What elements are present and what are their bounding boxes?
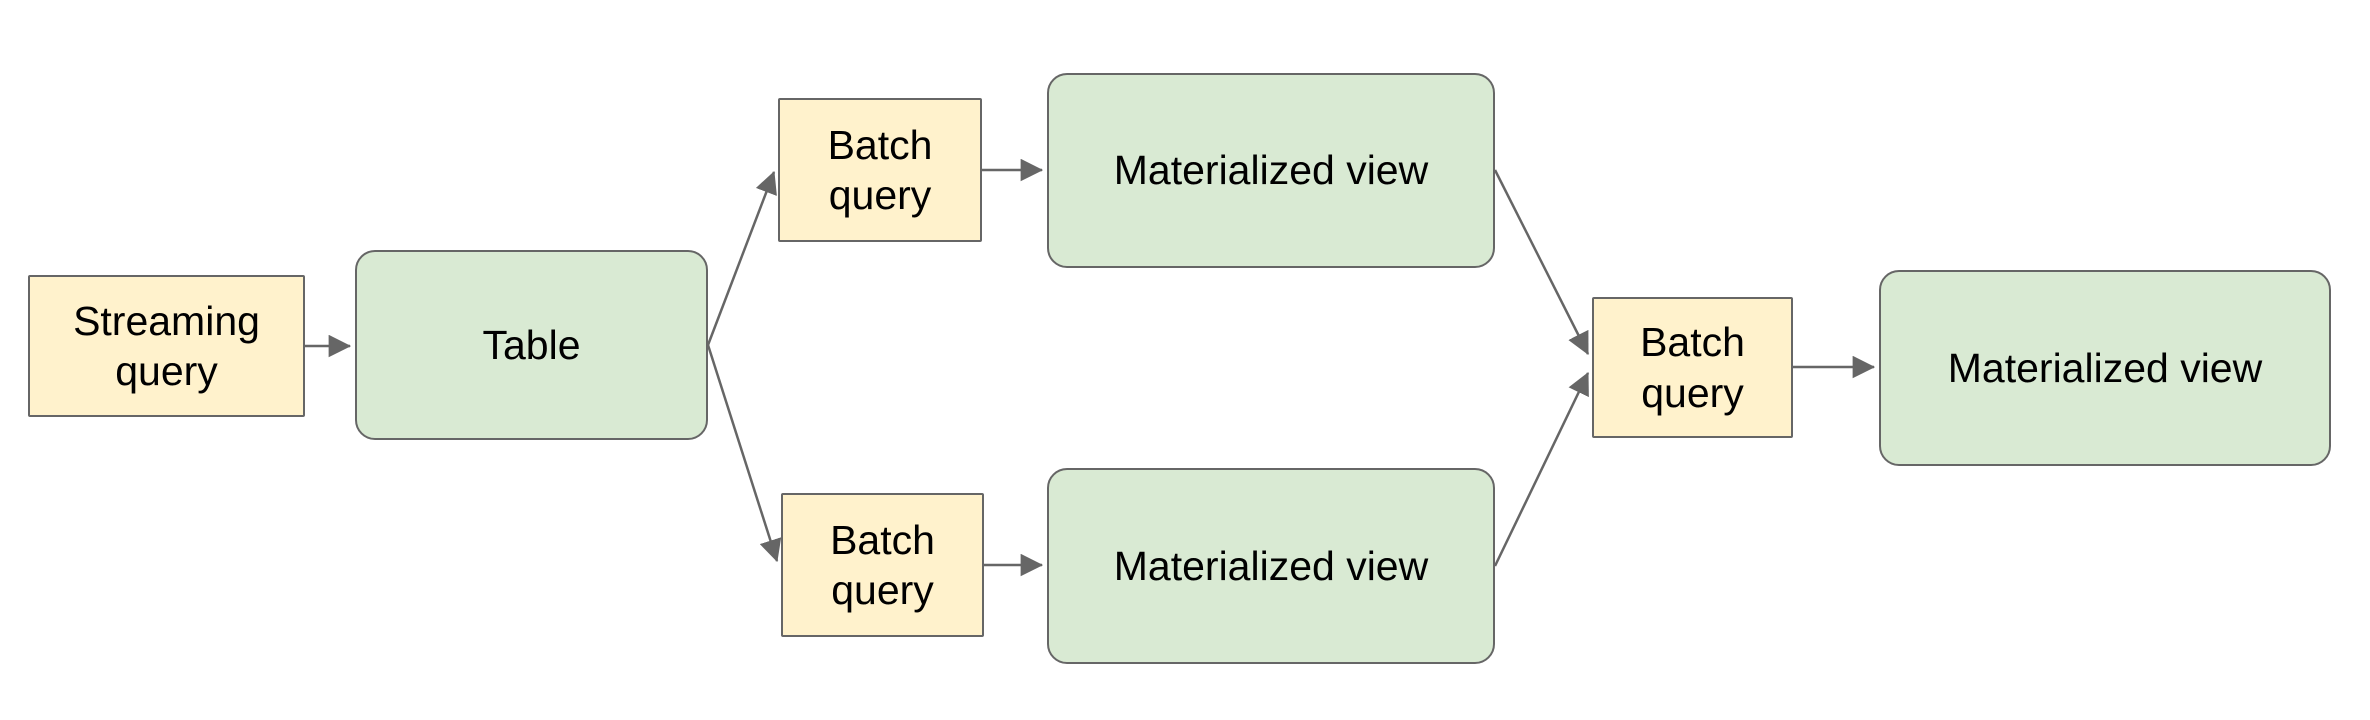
node-batch-query-top: Batch query <box>778 98 982 242</box>
edge-table-to-batch-top <box>706 170 777 346</box>
node-materialized-view-top-label: Materialized view <box>1113 147 1429 194</box>
node-materialized-view-right-label: Materialized view <box>1947 344 2263 391</box>
node-streaming-query: Streaming query <box>28 275 305 417</box>
node-batch-query-top-label: Batch query <box>827 121 933 218</box>
node-streaming-query-label: Streaming query <box>73 297 260 394</box>
node-materialized-view-bottom-label: Materialized view <box>1113 542 1429 589</box>
node-materialized-view-top: Materialized view <box>1047 73 1495 268</box>
node-table-label: Table <box>482 321 581 368</box>
edge-mv-top-to-batch-right <box>1493 169 1590 356</box>
node-batch-query-bottom: Batch query <box>781 493 984 637</box>
edge-table-to-batch-bottom <box>706 344 782 563</box>
node-batch-query-bottom-label: Batch query <box>830 516 935 613</box>
node-materialized-view-right: Materialized view <box>1879 270 2331 466</box>
node-batch-query-right: Batch query <box>1592 297 1793 438</box>
node-batch-query-right-label: Batch query <box>1640 319 1745 416</box>
edge-mv-bottom-to-batch-right <box>1493 371 1590 567</box>
node-table: Table <box>355 250 708 440</box>
node-materialized-view-bottom: Materialized view <box>1047 468 1495 664</box>
